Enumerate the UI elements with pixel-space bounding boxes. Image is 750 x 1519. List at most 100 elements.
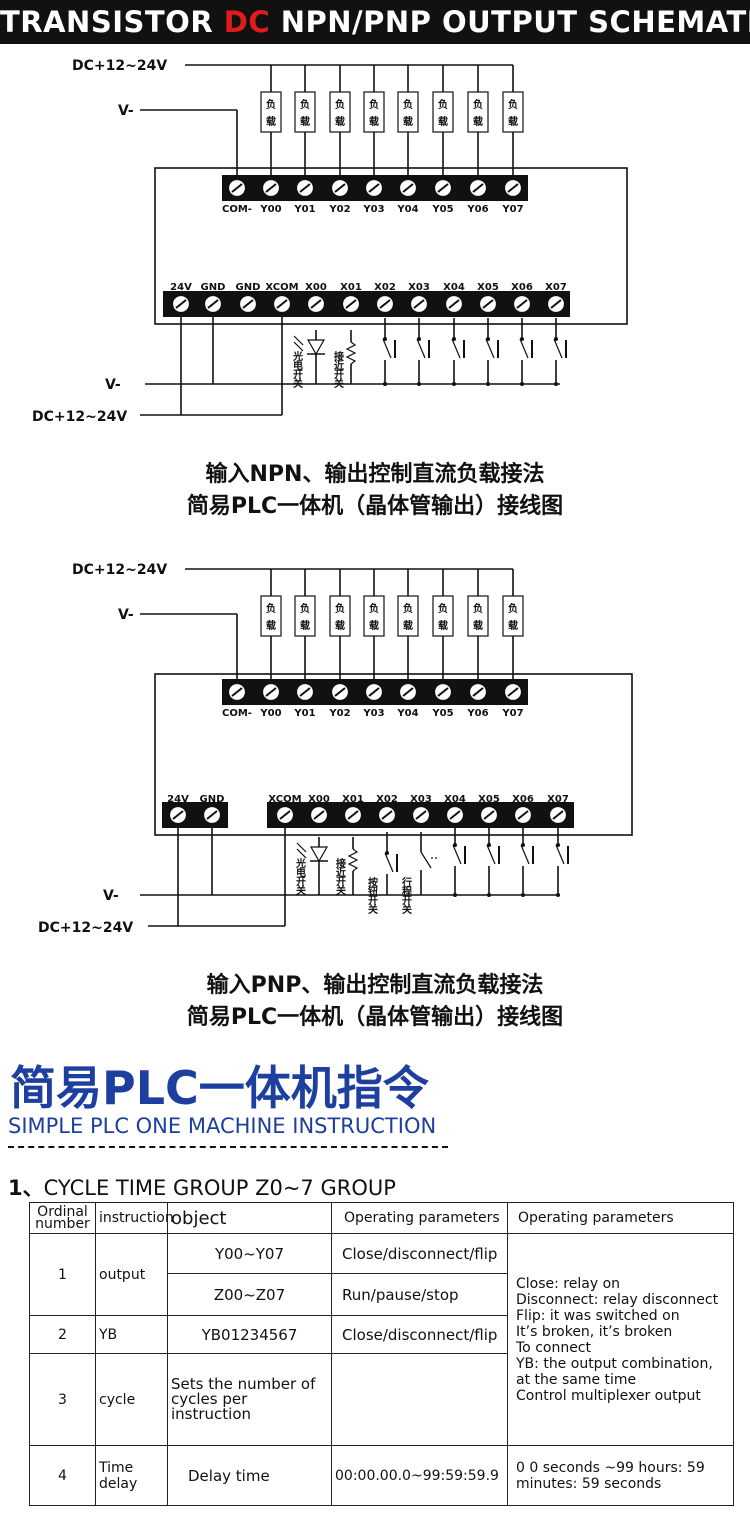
input-terminal-label: XCOM bbox=[268, 794, 301, 805]
dc-supply-label: DC+12~24V bbox=[72, 562, 167, 578]
terminal-screw-slot bbox=[437, 183, 449, 193]
terminal-screw-slot bbox=[472, 183, 484, 193]
load-label: 负 bbox=[508, 98, 518, 111]
input-terminal-label: X02 bbox=[376, 794, 398, 805]
cell-num: 3 bbox=[29, 1353, 96, 1446]
terminal-screw-slot bbox=[472, 687, 484, 697]
switch-blade bbox=[451, 338, 461, 359]
terminal-screw-slot bbox=[279, 810, 291, 820]
terminal-screw-slot bbox=[276, 299, 288, 309]
input-terminal-label: X00 bbox=[308, 794, 330, 805]
sensor-label: 按 bbox=[368, 876, 378, 889]
npn-caption-1: 输入NPN、输出控制直流负载接法 bbox=[205, 462, 545, 487]
dashed-divider bbox=[8, 1146, 448, 1148]
cell-desc-merged: Close: relay on Disconnect: relay discon… bbox=[507, 1233, 734, 1446]
switch-node bbox=[521, 893, 525, 897]
load-label: 负 bbox=[438, 98, 448, 111]
terminal-screw-slot bbox=[368, 687, 380, 697]
terminal-screw-slot bbox=[368, 183, 380, 193]
diode-symbol bbox=[306, 339, 326, 356]
banner-text: TRANSISTOR bbox=[0, 5, 224, 39]
sensor-label: 电 bbox=[293, 359, 303, 372]
sensor-label: 开 bbox=[293, 369, 303, 381]
input-terminal-label: X04 bbox=[443, 282, 465, 293]
terminal-screw-slot bbox=[299, 687, 311, 697]
terminal-screw-slot bbox=[334, 183, 346, 193]
light-arrow bbox=[293, 335, 304, 346]
pnp-caption-1: 输入PNP、输出控制直流负载接法 bbox=[206, 973, 544, 998]
output-terminal-label: Y04 bbox=[396, 708, 418, 719]
switch-blade bbox=[519, 338, 529, 359]
load-label: 载 bbox=[403, 619, 413, 632]
load-label: 载 bbox=[403, 115, 413, 128]
output-terminal-label: Y05 bbox=[431, 204, 453, 215]
input-terminal-label: X05 bbox=[478, 794, 500, 805]
terminal-screw-slot bbox=[175, 299, 187, 309]
switch-node bbox=[383, 382, 387, 386]
npn-input-terminal-block bbox=[163, 291, 570, 317]
input-terminal-label: GND bbox=[236, 282, 261, 293]
load-label: 负 bbox=[508, 602, 518, 615]
switch-blade bbox=[520, 844, 530, 865]
load-label: 负 bbox=[473, 602, 483, 615]
input-terminal-label: 24V bbox=[170, 282, 192, 293]
terminal-screw-slot bbox=[402, 687, 414, 697]
cell-object: Z00~Z07 bbox=[167, 1273, 332, 1316]
switch-node bbox=[554, 382, 558, 386]
sensor-label: 关 bbox=[402, 903, 412, 916]
terminal-screw-slot bbox=[231, 687, 243, 697]
cell-object: Delay time bbox=[167, 1445, 332, 1506]
switch-node bbox=[452, 382, 456, 386]
desc-line: Control multiplexer output bbox=[516, 1387, 701, 1404]
cell-num: 4 bbox=[29, 1445, 96, 1506]
terminal-screw-slot bbox=[517, 810, 529, 820]
terminal-screw-slot bbox=[206, 810, 218, 820]
terminal-screw-slot bbox=[381, 810, 393, 820]
group-heading: 1、CYCLE TIME GROUP Z0~7 GROUP bbox=[8, 1172, 396, 1202]
input-terminal-label: X01 bbox=[342, 794, 364, 805]
table-row: 2 YB YB01234567 Close/disconnect/flip bbox=[29, 1315, 734, 1354]
output-terminal-label: Y01 bbox=[293, 708, 315, 719]
header-ordinal: Ordinal number bbox=[29, 1202, 96, 1234]
load-label: 载 bbox=[438, 115, 448, 128]
output-terminal-label: Y04 bbox=[396, 204, 418, 215]
load-label: 载 bbox=[335, 619, 345, 632]
desc-line: It’s broken, it’s broken bbox=[516, 1323, 673, 1340]
input-terminal-label: X06 bbox=[512, 794, 534, 805]
cell-param: Run/pause/stop bbox=[331, 1273, 508, 1316]
terminal-screw-slot bbox=[449, 810, 461, 820]
switch-node bbox=[453, 893, 457, 897]
coil-symbol bbox=[347, 848, 359, 872]
input-terminal-label: GND bbox=[201, 282, 226, 293]
switch-node bbox=[486, 382, 490, 386]
output-terminal-label: Y03 bbox=[362, 708, 384, 719]
input-terminal-label: X01 bbox=[340, 282, 362, 293]
output-terminal-label: COM- bbox=[222, 204, 252, 215]
dc-supply-label: DC+12~24V bbox=[32, 409, 127, 425]
terminal-screw-slot bbox=[172, 810, 184, 820]
switch-blade bbox=[485, 338, 495, 359]
header-params-2: Operating parameters bbox=[507, 1202, 734, 1234]
sensor-label: 开 bbox=[368, 895, 378, 907]
switch-node bbox=[417, 382, 421, 386]
group-number: 1、 bbox=[8, 1176, 44, 1200]
terminal-screw-slot bbox=[507, 687, 519, 697]
header-params: Operating parameters bbox=[331, 1202, 508, 1234]
banner-dc-text: DC bbox=[223, 5, 271, 39]
terminal-screw-slot bbox=[299, 183, 311, 193]
terminal-screw-slot bbox=[334, 687, 346, 697]
instruction-table: Ordinal number instruction object Operat… bbox=[29, 1202, 734, 1506]
input-terminal-label: X03 bbox=[410, 794, 432, 805]
switch-blade bbox=[555, 844, 565, 865]
light-arrow bbox=[293, 341, 304, 352]
sensor-label: 近 bbox=[334, 359, 344, 372]
terminal-screw-slot bbox=[310, 299, 322, 309]
terminal-screw-slot bbox=[265, 183, 277, 193]
switch-node bbox=[487, 893, 491, 897]
desc-line: Disconnect: relay disconnect bbox=[516, 1291, 719, 1308]
desc-line: Close: relay on bbox=[516, 1275, 621, 1292]
header-object: object bbox=[167, 1202, 332, 1234]
terminal-screw-slot bbox=[265, 687, 277, 697]
output-terminal-label: Y00 bbox=[259, 708, 281, 719]
